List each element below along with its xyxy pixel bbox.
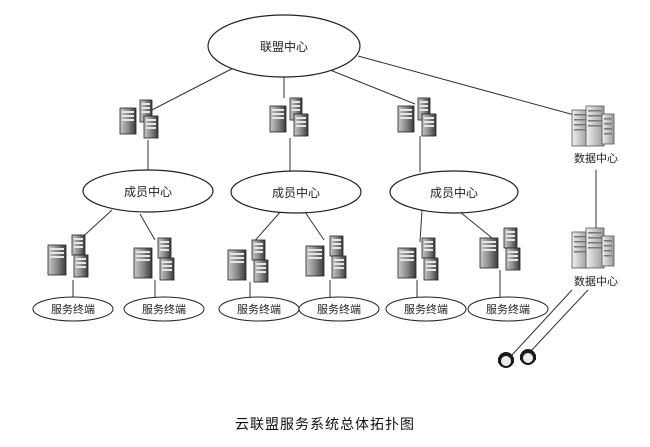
member-center-node: 成员中心 xyxy=(230,170,362,214)
server-cluster-icon xyxy=(269,97,309,137)
member-center-label: 成员中心 xyxy=(430,185,478,200)
service-terminal-label: 服务终端 xyxy=(237,302,281,316)
user-icon xyxy=(520,349,536,365)
terminal-server-icon xyxy=(47,234,89,278)
service-terminal-label: 服务终端 xyxy=(142,302,186,316)
connection-lines xyxy=(72,55,597,356)
service-terminal-node: 服务终端 xyxy=(298,296,380,322)
member-center-label: 成员中心 xyxy=(272,185,320,200)
alliance-center-label: 联盟中心 xyxy=(260,39,308,54)
member-center-node: 成员中心 xyxy=(82,169,214,213)
service-terminal-node: 服务终端 xyxy=(467,296,549,322)
data-center-label: 数据中心 xyxy=(574,151,618,165)
member-center-node: 成员中心 xyxy=(389,170,519,214)
terminal-server-icon xyxy=(479,227,521,271)
terminal-server-icon xyxy=(227,239,269,283)
alliance-center-node: 联盟中心 xyxy=(207,14,361,78)
service-terminal-node: 服务终端 xyxy=(123,296,205,322)
link-datacenter2-user2 xyxy=(529,289,589,353)
terminal-server-icon xyxy=(133,237,175,281)
link-root-server1 xyxy=(147,61,246,113)
data-center-label: 数据中心 xyxy=(574,274,618,288)
link-member2-term1 xyxy=(251,209,283,245)
link-member3-term2 xyxy=(459,211,498,243)
member-center-label: 成员中心 xyxy=(124,184,172,199)
service-terminal-label: 服务终端 xyxy=(317,302,361,316)
diagram-caption: 云联盟服务系统总体拓扑图 xyxy=(235,417,415,433)
service-terminal-label: 服务终端 xyxy=(486,302,530,316)
server-cluster-icon xyxy=(119,99,159,139)
data-center-server-icon xyxy=(571,227,615,269)
service-terminal-node: 服务终端 xyxy=(385,296,467,322)
service-terminal-node: 服务终端 xyxy=(32,296,114,322)
user-icon xyxy=(498,352,514,368)
service-terminal-label: 服务终端 xyxy=(51,302,95,316)
service-terminal-label: 服务终端 xyxy=(404,302,448,316)
link-root-datacenter xyxy=(357,55,579,117)
data-center-server-icon xyxy=(571,105,615,147)
link-member2-term2 xyxy=(304,211,325,241)
service-terminal-node: 服务终端 xyxy=(218,296,300,322)
terminal-server-icon xyxy=(397,237,439,281)
link-member1-term2 xyxy=(139,213,156,241)
link-member3-term1 xyxy=(419,209,423,243)
link-datacenter2-user1 xyxy=(511,289,573,356)
link-root-server3 xyxy=(319,65,416,105)
terminal-server-icon xyxy=(305,235,347,279)
server-cluster-icon xyxy=(397,97,437,137)
